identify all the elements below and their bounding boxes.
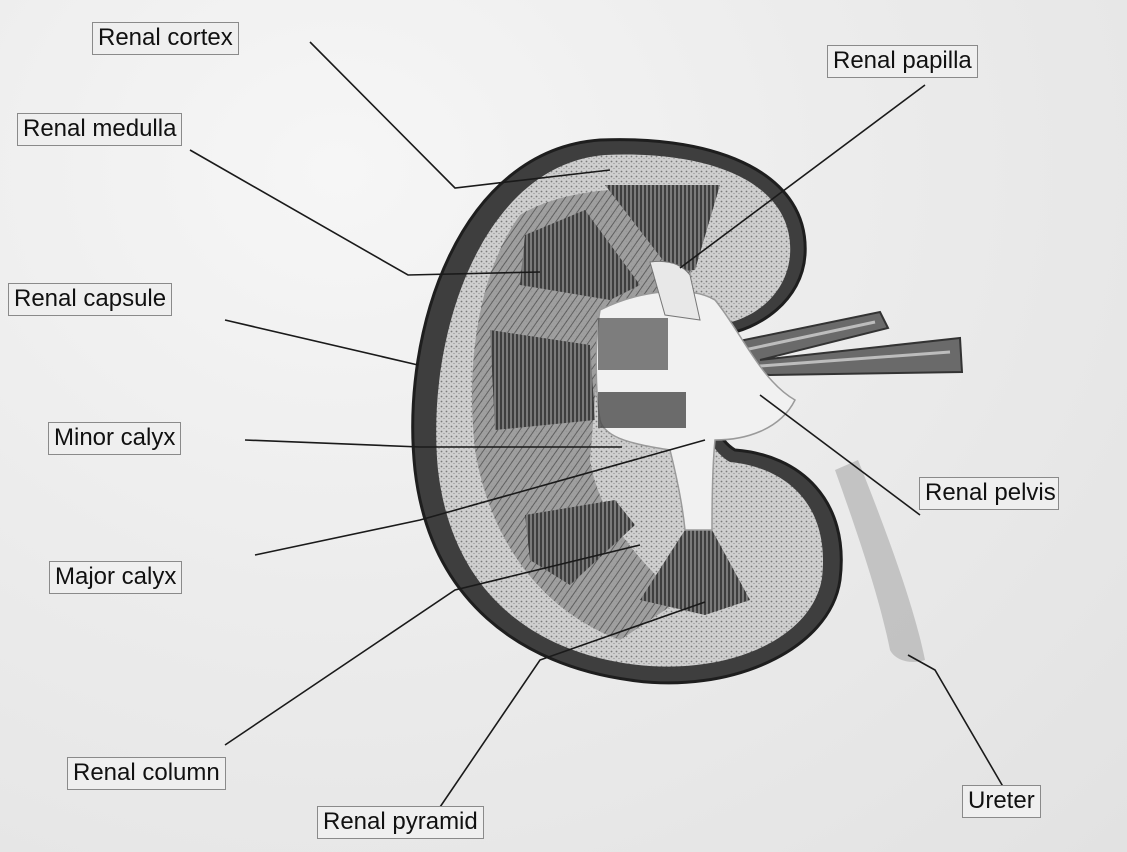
label-ureter: Ureter (962, 785, 1041, 818)
leader-ureter (908, 655, 1005, 790)
sinus-fat-block-2 (598, 392, 686, 428)
label-renal-pelvis: Renal pelvis (919, 477, 1059, 510)
ureter-tube (835, 460, 925, 662)
label-renal-medulla: Renal medulla (17, 113, 182, 146)
label-renal-pyramid: Renal pyramid (317, 806, 484, 839)
label-renal-column: Renal column (67, 757, 226, 790)
renal-pyramid-mid (490, 330, 595, 430)
leader-renal-capsule (225, 320, 418, 365)
sinus-fat-block (598, 318, 668, 370)
label-renal-capsule: Renal capsule (8, 283, 172, 316)
label-major-calyx: Major calyx (49, 561, 182, 594)
label-minor-calyx: Minor calyx (48, 422, 181, 455)
label-renal-cortex: Renal cortex (92, 22, 239, 55)
label-renal-papilla: Renal papilla (827, 45, 978, 78)
